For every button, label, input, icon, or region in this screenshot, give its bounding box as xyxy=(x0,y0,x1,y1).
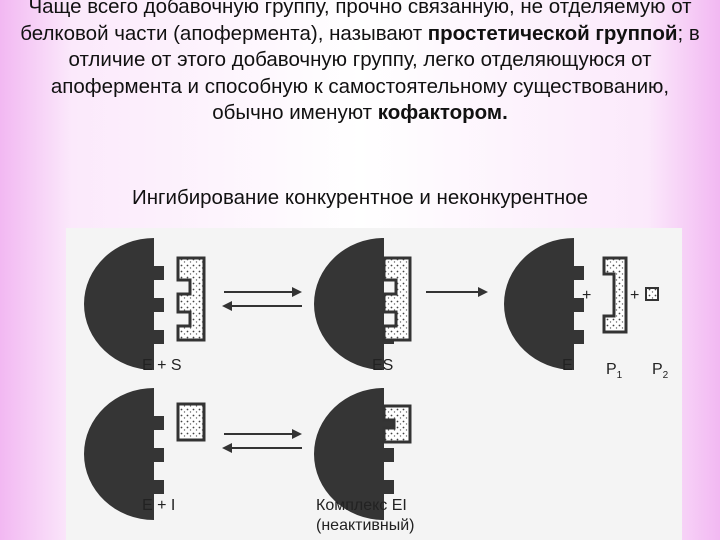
substrate-shape xyxy=(176,256,206,342)
label-inactive: (неактивный) xyxy=(316,517,415,534)
arrowhead-back-3 xyxy=(222,443,232,453)
paragraph-text-2: ; в отличие от этого добавочную группу, … xyxy=(50,21,700,125)
product-p1-shape xyxy=(602,256,628,334)
label-p1: P1 xyxy=(606,361,623,381)
inhibition-subtitle: Ингибирование конкурентное и неконкурент… xyxy=(131,186,589,209)
arrowhead-forward-3 xyxy=(292,429,302,439)
enzyme-inhibition-diagram: E + S ES + + E P1 P2 E + I Комп xyxy=(66,228,682,540)
enzyme-shape-es xyxy=(314,238,394,370)
enzyme-shape-e-i xyxy=(84,388,164,520)
enzyme-shape-ei-complex xyxy=(314,388,394,520)
bound-inhibitor-shape xyxy=(382,404,412,444)
term-cofactor: кофактором. xyxy=(377,101,508,124)
label-e: E xyxy=(562,357,573,374)
term-prosthetic-group: простетической группой xyxy=(427,21,678,45)
inhibitor-shape xyxy=(176,402,206,442)
description-paragraph: Чаще всего добавочную группу, прочно свя… xyxy=(20,0,700,127)
product-p2-shape xyxy=(645,287,659,301)
label-plus-a: + xyxy=(582,287,591,304)
label-complex-ei: Комплекс EI xyxy=(316,497,407,514)
arrowhead-forward-2 xyxy=(478,287,488,297)
enzyme-shape-e-s xyxy=(84,238,164,370)
label-plus-b: + xyxy=(630,287,639,304)
arrowhead-forward-1 xyxy=(292,287,302,297)
paragraph-text-1: Чаще всего добавочную группу, прочно свя… xyxy=(20,0,692,45)
label-es: ES xyxy=(372,357,393,374)
bound-substrate-shape xyxy=(382,256,412,342)
label-e-plus-s: E + S xyxy=(142,357,182,374)
enzyme-shape-e-products xyxy=(504,238,584,370)
label-e-plus-i: E + I xyxy=(142,497,175,514)
label-p2: P2 xyxy=(652,361,669,381)
arrowhead-back-1 xyxy=(222,301,232,311)
